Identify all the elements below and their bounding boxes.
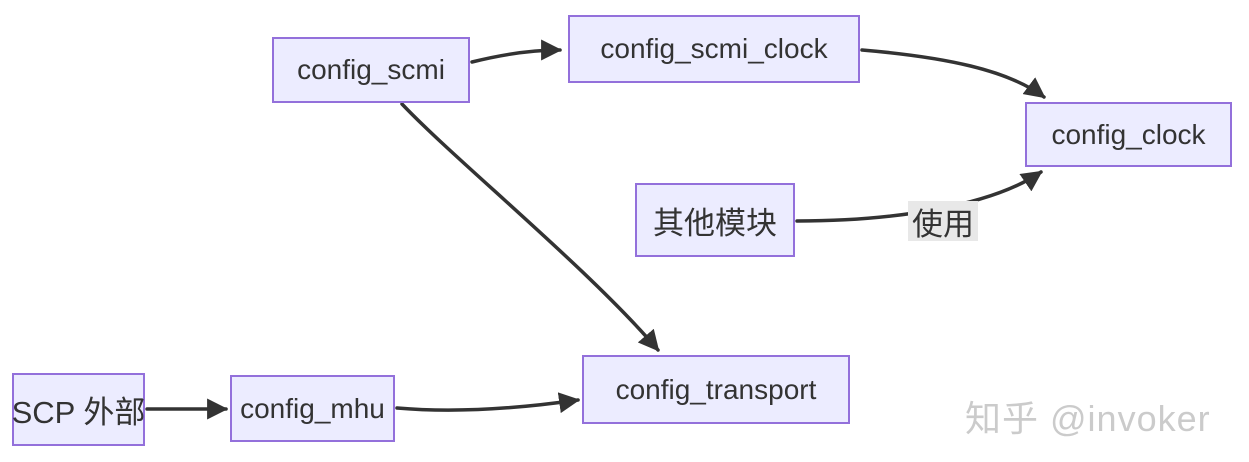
node-scp-external: SCP 外部 bbox=[12, 373, 145, 446]
watermark-zhihu-invoker: 知乎 @invoker bbox=[965, 398, 1211, 439]
node-config-transport: config_transport bbox=[582, 355, 850, 424]
edge-config_scmi-to-config_scmi_clock bbox=[470, 39, 563, 64]
edge-config_scmi-to-config_transport bbox=[400, 102, 660, 352]
node-config-mhu: config_mhu bbox=[230, 375, 395, 442]
edge-config_mhu-to-config_transport bbox=[395, 392, 581, 414]
node-config-scmi: config_scmi bbox=[272, 37, 470, 103]
node-other-modules: 其他模块 bbox=[635, 183, 795, 257]
node-config-clock: config_clock bbox=[1025, 102, 1232, 167]
edge-config_scmi_clock-to-config_clock bbox=[860, 48, 1046, 99]
node-config-scmi-clock: config_scmi_clock bbox=[568, 15, 860, 83]
edge-label-use: 使用 bbox=[908, 201, 978, 242]
